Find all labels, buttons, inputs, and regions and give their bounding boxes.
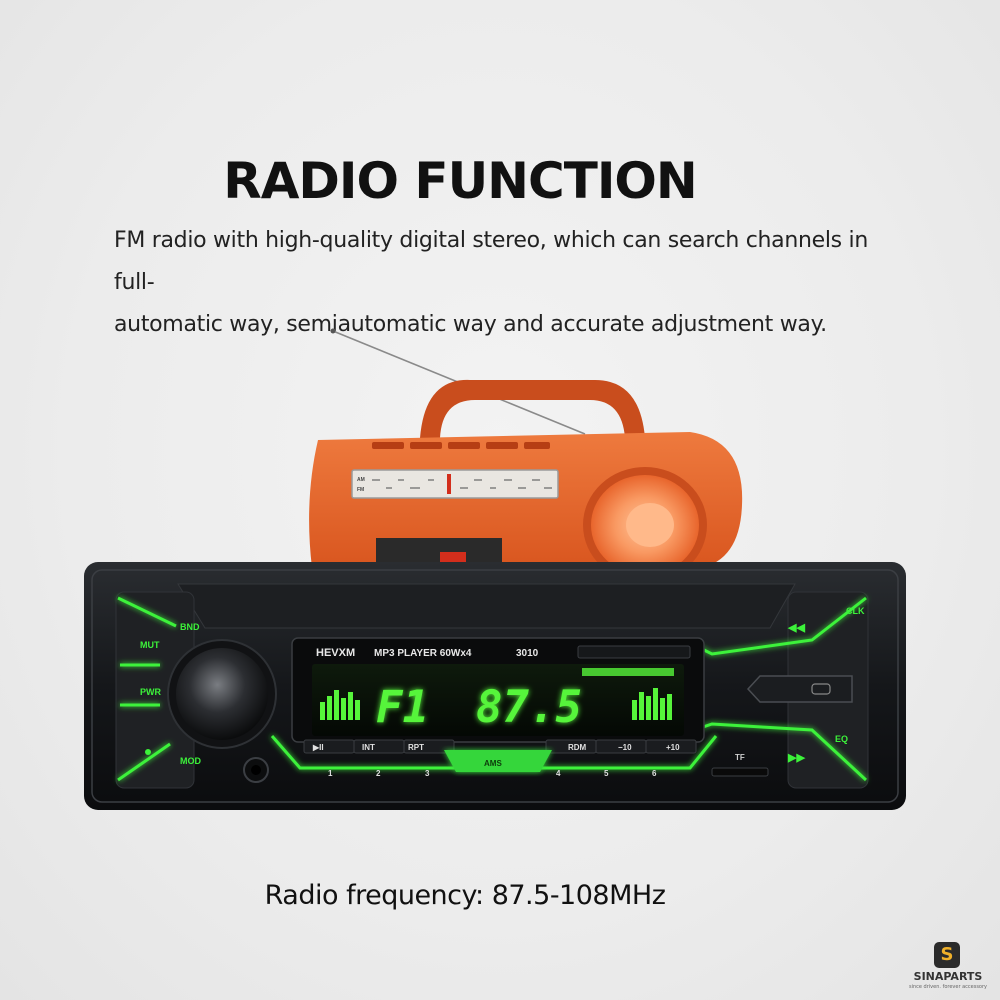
button-rdm[interactable]: RDM xyxy=(568,743,587,752)
dial-needle xyxy=(447,474,451,494)
ams-label: AMS xyxy=(484,759,502,768)
button-int[interactable]: INT xyxy=(362,743,375,752)
button-rpt[interactable]: RPT xyxy=(408,743,424,752)
antenna-tip xyxy=(330,328,336,334)
lcd-screen xyxy=(312,664,684,736)
frequency-caption: Radio frequency: 87.5-108MHz xyxy=(264,880,666,911)
right-button-group: CLK EQ ◀◀ ▶▶ TF xyxy=(711,606,865,777)
release-icon xyxy=(811,683,831,695)
car-radio-head-unit: HEVXM MP3 PLAYER 60Wx4 3010 F1 87.5 BND … xyxy=(84,562,906,810)
preset-4[interactable]: 4 xyxy=(556,769,561,778)
button-play-pause[interactable]: ▶II xyxy=(312,743,324,752)
preset-1[interactable]: 1 xyxy=(328,769,333,778)
eject-release-button[interactable] xyxy=(746,675,853,703)
model-number: 3010 xyxy=(516,648,539,659)
tuning-dial xyxy=(351,469,559,499)
preset-5[interactable]: 5 xyxy=(604,769,609,778)
band-label-fm: FM xyxy=(357,487,364,493)
faceplate-lip xyxy=(177,583,796,629)
spectrum-left xyxy=(320,690,360,720)
tf-card-slot xyxy=(711,767,769,777)
button-pwr[interactable]: PWR xyxy=(140,687,161,697)
boombox-illustration: AM FM xyxy=(309,328,743,583)
button-clk[interactable]: CLK xyxy=(846,606,865,616)
dial-ticks xyxy=(372,479,552,489)
boombox-top-buttons xyxy=(372,442,550,449)
ams-button[interactable] xyxy=(444,750,552,772)
spectrum-right xyxy=(632,688,672,720)
volume-knob[interactable] xyxy=(176,648,268,740)
button-mod[interactable]: MOD xyxy=(180,756,201,766)
brand-logo: S SINAPARTS since driven. forever access… xyxy=(896,940,996,996)
description-line-2: automatic way, semiautomatic way and acc… xyxy=(114,312,827,337)
logo-icon: S xyxy=(934,942,960,968)
boombox-handle xyxy=(420,379,645,438)
model-label: MP3 PLAYER 60Wx4 xyxy=(374,648,472,659)
page-heading: RADIO FUNCTION xyxy=(223,152,698,210)
button-mut[interactable]: MUT xyxy=(140,640,160,650)
next-track-icon[interactable]: ▶▶ xyxy=(787,752,805,764)
description-line-1: FM radio with high-quality digital stere… xyxy=(114,228,868,295)
preset-2[interactable]: 2 xyxy=(376,769,381,778)
prev-track-icon[interactable]: ◀◀ xyxy=(787,622,805,634)
preset-6[interactable]: 6 xyxy=(652,769,657,778)
description: FM radio with high-quality digital stere… xyxy=(114,220,894,346)
status-led xyxy=(145,749,151,755)
function-button-row: ▶II INT RPT RDM −10 +10 xyxy=(303,739,697,754)
logo-tagline: since driven. forever accessory xyxy=(908,984,988,990)
preset-3[interactable]: 3 xyxy=(425,769,430,778)
usb-slot xyxy=(577,645,691,659)
logo-name: SINAPARTS xyxy=(913,970,983,983)
button-bnd[interactable]: BND xyxy=(180,622,200,632)
signal-bar xyxy=(582,668,674,676)
tf-label: TF xyxy=(735,753,745,762)
band-label-am: AM xyxy=(357,477,365,483)
brand-label: HEVXM xyxy=(316,647,355,659)
button-minus-10[interactable]: −10 xyxy=(618,743,632,752)
display-frequency: 87.5 xyxy=(476,682,582,733)
speaker-center xyxy=(626,503,674,547)
display-band: F1 xyxy=(376,682,429,733)
button-plus-10[interactable]: +10 xyxy=(666,743,680,752)
button-eq[interactable]: EQ xyxy=(835,734,848,744)
left-button-group: BND MUT PWR MOD xyxy=(140,622,201,766)
preset-numbers: 1 2 3 4 5 6 xyxy=(328,769,657,778)
